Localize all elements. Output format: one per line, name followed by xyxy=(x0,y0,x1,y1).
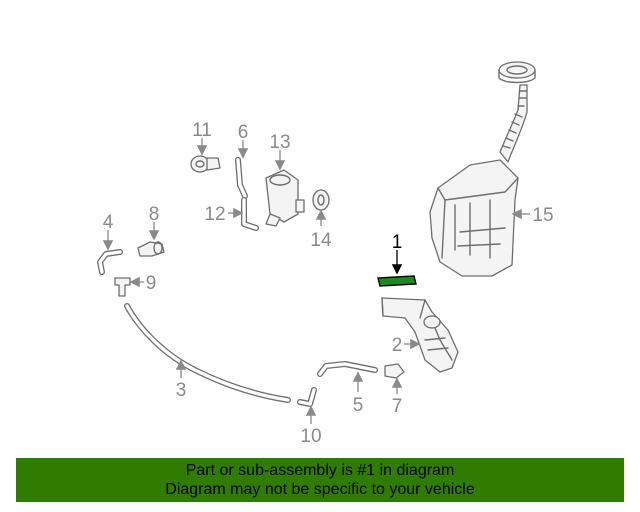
callout-14: 14 xyxy=(310,230,332,251)
part-12-l-hose[interactable] xyxy=(241,197,259,231)
callout-7: 7 xyxy=(392,396,403,417)
callout-8: 8 xyxy=(149,204,160,225)
banner-line-1: Part or sub-assembly is #1 in diagram xyxy=(185,462,455,479)
part-4-bent-hose[interactable] xyxy=(97,249,123,275)
part-15-washer-reservoir[interactable] xyxy=(429,61,536,277)
part-1-highlighted-seal[interactable] xyxy=(377,275,417,287)
callout-2: 2 xyxy=(392,335,403,356)
part-3-long-hose[interactable] xyxy=(124,303,291,403)
part-11-grommet[interactable] xyxy=(190,155,221,173)
callout-10: 10 xyxy=(300,426,321,447)
parts-diagram: 1 2 3 4 5 6 7 8 9 10 11 12 13 14 15 xyxy=(97,61,554,447)
part-10-j-hose[interactable] xyxy=(297,387,317,407)
callout-11: 11 xyxy=(192,120,212,141)
part-5-hose[interactable] xyxy=(317,361,378,377)
part-14-grommet[interactable] xyxy=(312,189,330,211)
part-6-short-hose[interactable] xyxy=(235,157,248,199)
callout-9: 9 xyxy=(146,273,157,294)
callout-13: 13 xyxy=(269,132,290,153)
part-7-connector[interactable] xyxy=(384,363,405,379)
part-2-washer-pump-motor[interactable] xyxy=(381,297,459,373)
info-banner: Part or sub-assembly is #1 in diagram Di… xyxy=(16,458,624,502)
callout-15: 15 xyxy=(532,205,553,226)
part-9-t-connector[interactable] xyxy=(114,277,131,297)
callout-4: 4 xyxy=(103,212,114,233)
callout-1: 1 xyxy=(392,232,403,253)
callout-6: 6 xyxy=(238,122,249,143)
callout-3: 3 xyxy=(176,380,187,401)
banner-line-2: Diagram may not be specific to your vehi… xyxy=(165,481,475,498)
part-8-check-valve[interactable] xyxy=(137,241,165,257)
part-13-small-pump[interactable] xyxy=(265,169,305,227)
callout-12: 12 xyxy=(204,204,225,225)
callout-5: 5 xyxy=(353,395,364,416)
leader-lines xyxy=(102,138,530,424)
